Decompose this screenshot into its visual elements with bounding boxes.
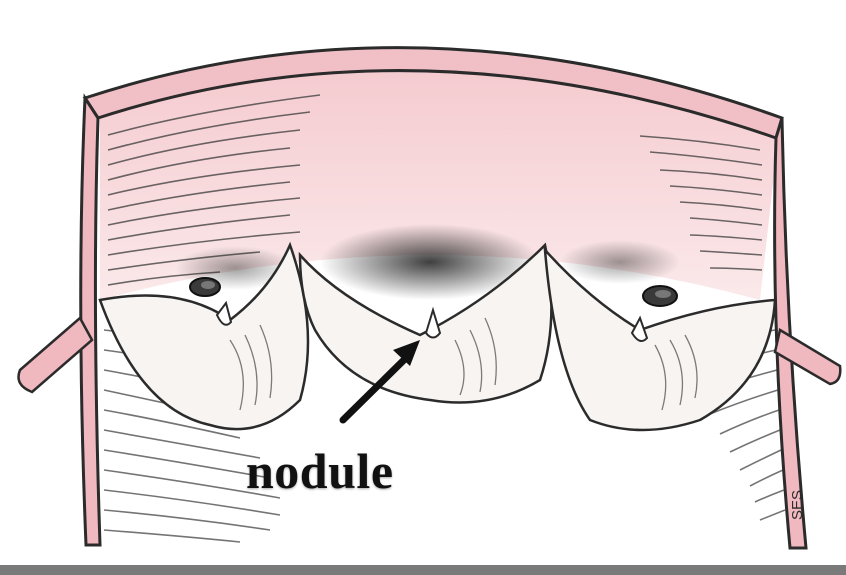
right-cut-wall [773, 117, 808, 550]
sinus-shadow-right [560, 240, 680, 284]
left-coronary-ostium-inner [201, 281, 215, 289]
nodule-arrow-shaft [339, 352, 412, 424]
middle-cusp [298, 242, 553, 404]
right-coronary-artery-stub [773, 328, 842, 386]
nodule-right [630, 315, 649, 343]
nodule-arrow-head [393, 340, 420, 366]
sinus-shadow [320, 224, 540, 300]
left-coronary-artery-stub [17, 316, 94, 394]
wall-hatching-upper [107, 94, 763, 286]
nodule-label: nodule [246, 443, 394, 499]
nodule-left [215, 300, 233, 326]
cusp-shading [229, 317, 698, 411]
left-cut-wall [79, 93, 102, 547]
artist-signature: SES [789, 490, 806, 520]
right-cusp [543, 246, 777, 432]
bottom-divider-bar [0, 565, 846, 575]
signature-text: SES [789, 490, 806, 520]
right-coronary-ostium-inner [655, 290, 671, 298]
nodule-middle [424, 306, 442, 339]
